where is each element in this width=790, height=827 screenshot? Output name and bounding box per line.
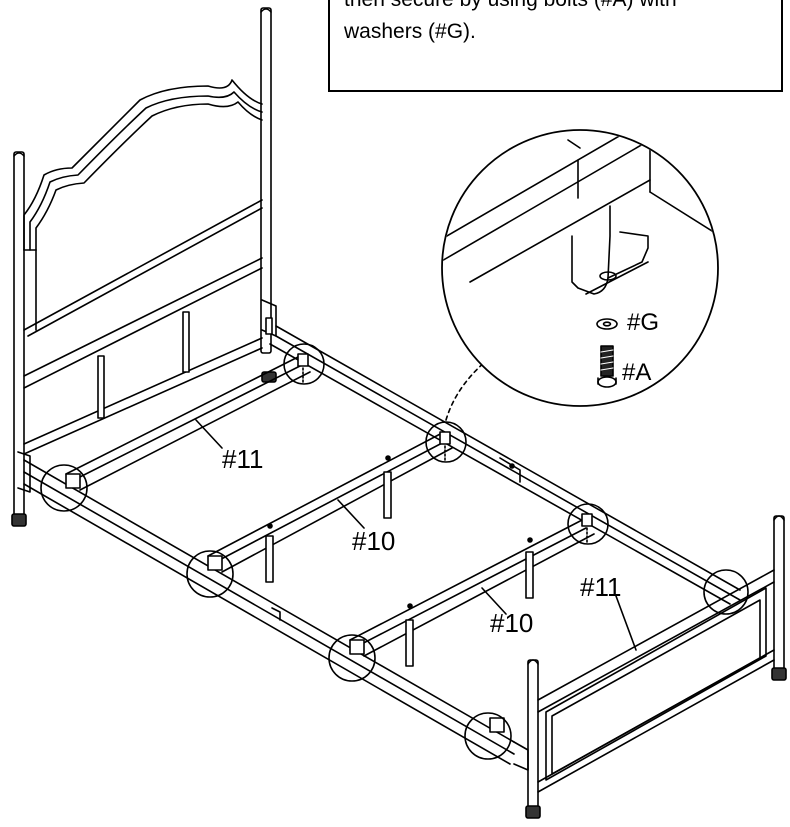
instruction-text: then secure by using bolts (#A) with was…	[344, 0, 677, 48]
side-rail-right	[269, 325, 741, 605]
headboard	[11, 7, 277, 527]
slat-middle	[207, 431, 453, 583]
headboard-arch	[23, 79, 263, 251]
footboard-left-post	[527, 659, 539, 811]
cross-rail-head	[65, 355, 311, 491]
detail-magnifier	[441, 129, 719, 407]
side-rail-left	[23, 459, 515, 765]
label-bolt-a: #A	[622, 359, 651, 386]
bolt-part	[597, 345, 617, 388]
headboard-left-post	[11, 151, 27, 527]
headboard-right-post	[260, 7, 272, 354]
leader-line-rail-head	[195, 419, 223, 449]
footboard-right-post	[773, 515, 785, 673]
label-rail-head-11: #11	[222, 444, 263, 474]
joint-highlight-circles	[40, 343, 749, 760]
slat-front	[349, 517, 595, 667]
leader-line-slat-middle	[337, 499, 365, 529]
instruction-line-1: then secure by using bolts (#A) with	[344, 0, 677, 16]
leader-line-slat-front	[481, 587, 507, 615]
leader-line-rail-foot	[615, 595, 637, 651]
label-rail-foot-11: #11	[580, 572, 621, 602]
label-washer-g: #G	[627, 309, 659, 336]
instruction-line-2: washers (#G).	[344, 20, 476, 43]
washer-part	[596, 318, 618, 330]
instruction-box: then secure by using bolts (#A) with was…	[328, 0, 783, 92]
footboard	[489, 515, 787, 819]
joint-bolts	[297, 353, 593, 545]
label-slat-middle-10: #10	[352, 526, 395, 556]
label-slat-front-10: #10	[490, 608, 533, 638]
